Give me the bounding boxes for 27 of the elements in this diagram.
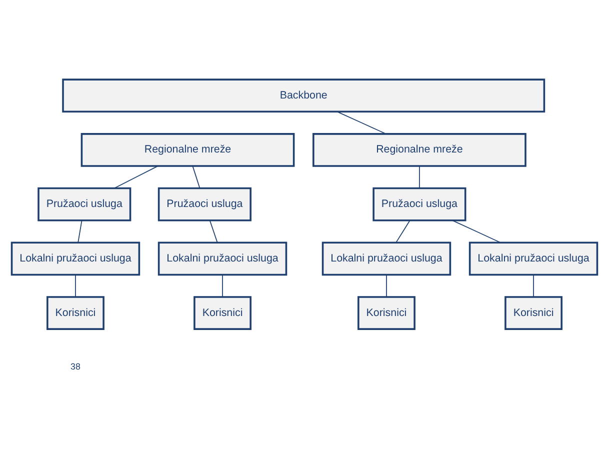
label: 38 [70,361,80,372]
connector [209,219,218,242]
connector [75,274,76,297]
node-box: Pružaoci usluga [372,186,466,221]
connector [336,110,386,134]
node-box: Pružaoci usluga [38,186,132,221]
connector [452,219,502,243]
node-box: Korisnici [194,296,252,330]
node-box: Lokalni pružaoci usluga [158,241,288,276]
connector [222,274,223,297]
connector [396,219,410,242]
connector [192,165,200,188]
node-box: Lokalni pružaoci usluga [468,241,598,276]
connector [533,274,534,297]
node-box: Backbone [62,78,546,112]
connector [419,165,420,188]
connector [386,274,387,297]
node-box: Regionalne mreže [80,132,295,166]
node-box: Lokalni pružaoci usluga [322,241,452,276]
node-box: Korisnici [358,296,416,330]
connector [114,165,158,188]
node-box: Korisnici [46,296,104,330]
connector [78,219,82,242]
node-box: Pružaoci usluga [158,186,252,221]
node-box: Lokalni pružaoci usluga [10,241,140,276]
node-box: Korisnici [504,296,562,330]
node-box: Regionalne mreže [312,132,526,166]
